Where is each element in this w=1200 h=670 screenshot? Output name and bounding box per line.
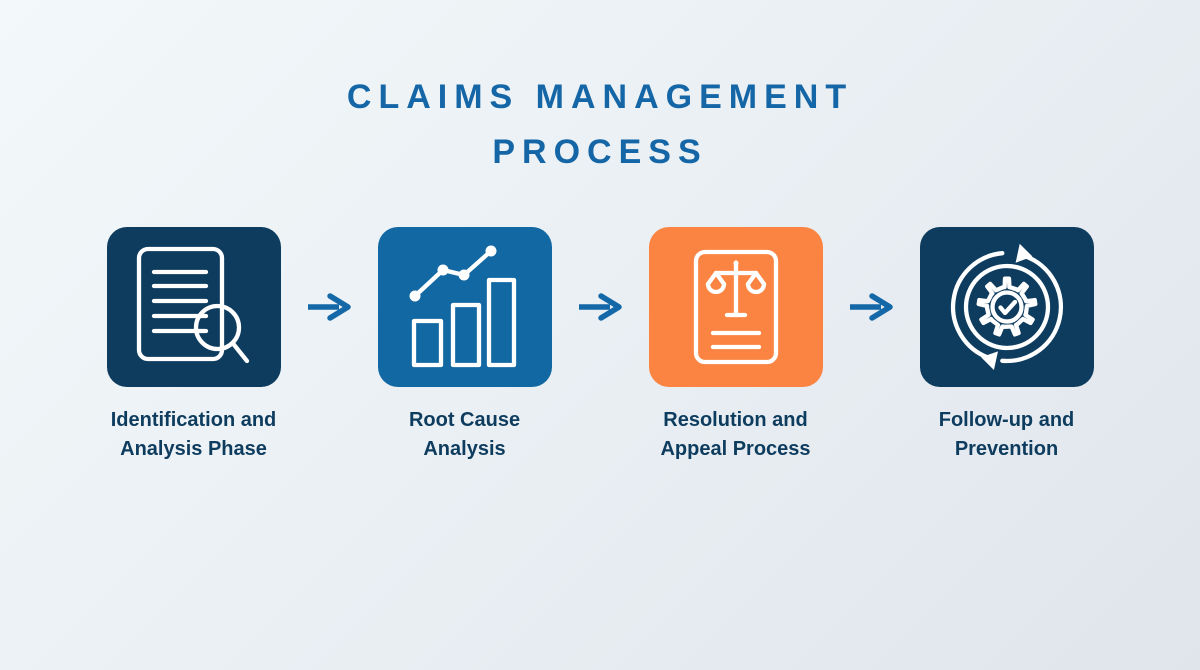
page-title-line2: PROCESS <box>492 133 708 171</box>
step-label: Root Cause Analysis <box>408 409 521 460</box>
bar-chart-trend-icon <box>407 245 523 369</box>
step-root-cause-analysis: Root Cause Analysis <box>377 227 552 464</box>
flow-arrow-2 <box>552 227 649 387</box>
step-box-root-cause <box>377 227 552 387</box>
step-label: Resolution and Appeal Process <box>660 409 811 460</box>
cycle-gear-check-icon <box>944 244 1070 370</box>
scales-document-icon <box>693 249 779 365</box>
step-box-follow-up <box>919 227 1094 387</box>
step-label: Follow-up and Prevention <box>938 409 1075 460</box>
flow-arrow-1 <box>281 227 378 387</box>
step-identification-analysis: Identification and Analysis Phase <box>106 227 281 464</box>
page-title: CLAIMS MANAGEMENT PROCESS <box>0 70 1200 180</box>
magnifier-lens <box>193 303 241 352</box>
flow-arrow-3 <box>823 227 920 387</box>
step-box-identification <box>106 227 281 387</box>
step-follow-up-prevention: Follow-up and Prevention <box>919 227 1094 464</box>
cycle-arrowhead-bottom <box>980 351 998 370</box>
step-label: Identification and Analysis Phase <box>110 409 277 460</box>
cycle-arrowhead-top <box>1015 244 1032 263</box>
page-title-line1: CLAIMS MANAGEMENT <box>346 78 854 116</box>
gear-icon-path <box>976 276 1037 337</box>
process-flow: Identification and Analysis Phase <box>0 227 1200 464</box>
document-magnifier-icon <box>136 246 252 368</box>
step-resolution-appeal: Resolution and Appeal Process <box>648 227 823 464</box>
step-box-resolution <box>648 227 823 387</box>
